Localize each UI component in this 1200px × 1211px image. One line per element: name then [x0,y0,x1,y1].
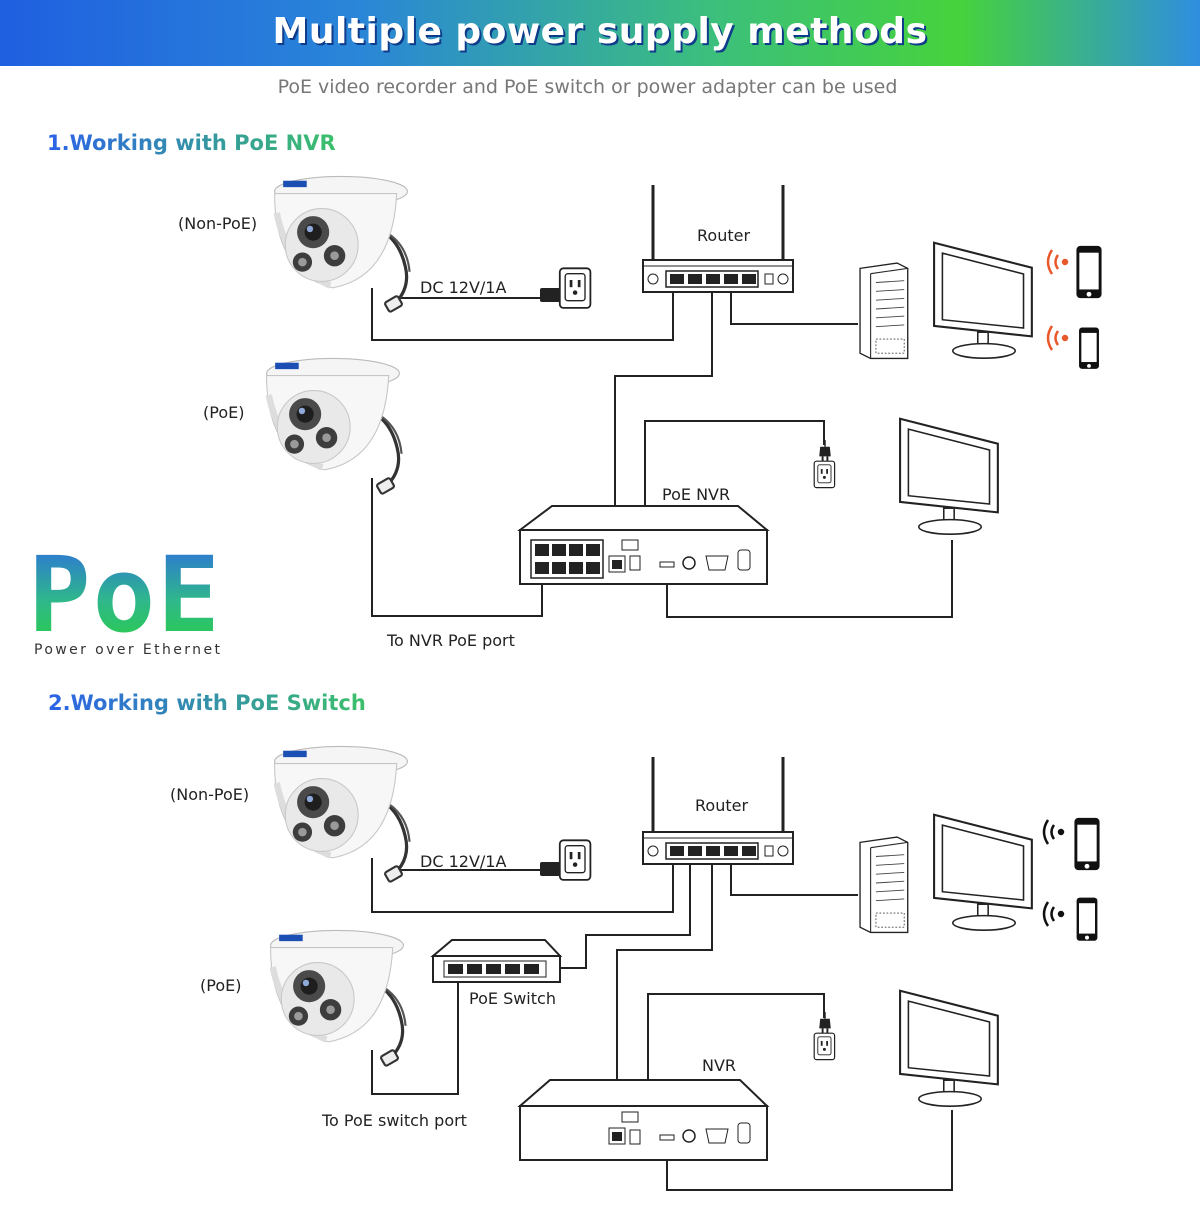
section-2-cables [371,858,953,1191]
port-label: To PoE switch port [321,1111,467,1130]
poe-logo-caption: Power over Ethernet [34,642,223,658]
port-label: To NVR PoE port [386,631,515,650]
wifi-signal-icon [1042,819,1065,845]
desktop-computer-icon [860,263,908,358]
subtitle: PoE video recorder and PoE switch or pow… [277,76,898,98]
section-2-title: 2.Working with PoE Switch [48,691,366,715]
wifi-signal-icon [1042,901,1065,927]
nvr-label: NVR [702,1056,736,1075]
poe-logo: PoE Power over Ethernet [28,534,228,668]
power-plug-icon [819,1012,831,1034]
nvr-icon [517,1079,770,1161]
power-outlet-icon [560,268,591,308]
camera-icon [275,746,410,882]
camera-icon [275,176,410,312]
power-plug-icon [819,440,831,462]
section-1-cables [371,285,953,618]
nvr-label: PoE NVR [662,485,730,504]
camera-icon [271,930,406,1066]
section-1-diagram: (Non-PoE) (PoE) DC 12V/1A Router [178,176,1102,650]
power-outlet-icon [814,461,834,487]
monitor-icon [934,815,1032,930]
wifi-signal-icon [1046,249,1069,275]
camera-poe-label: (PoE) [203,403,244,422]
monitor-icon [900,991,998,1106]
android-phone-icon [1077,898,1098,941]
camera-nonpoe-label: (Non-PoE) [178,214,257,233]
camera-poe-label: (PoE) [200,976,241,995]
nvr-icon [517,505,770,585]
power-outlet-icon [814,1033,834,1059]
page-title: Multiple power supply methods [272,11,928,52]
dc-power-label: DC 12V/1A [420,278,506,297]
power-outlet-icon [560,840,591,880]
camera-icon [267,358,402,494]
title-banner: Multiple power supply methods [0,0,1200,66]
camera-nonpoe-label: (Non-PoE) [170,785,249,804]
dc-power-label: DC 12V/1A [420,852,506,871]
switch-label: PoE Switch [469,989,556,1008]
iphone-icon [1076,246,1101,298]
monitor-icon [900,419,998,534]
monitor-icon [934,243,1032,358]
poe-switch-icon [430,939,563,983]
section-1-title: 1.Working with PoE NVR [47,131,336,155]
router-label: Router [695,796,748,815]
android-phone-icon [1079,328,1099,369]
desktop-computer-icon [860,837,908,932]
section-2-diagram: (Non-PoE) (PoE) DC 12V/1A Router PoE Swi… [170,746,1100,1191]
wifi-signal-icon [1046,325,1069,351]
poe-logo-text: PoE [28,534,222,656]
iphone-icon [1074,818,1099,870]
router-label: Router [697,226,750,245]
